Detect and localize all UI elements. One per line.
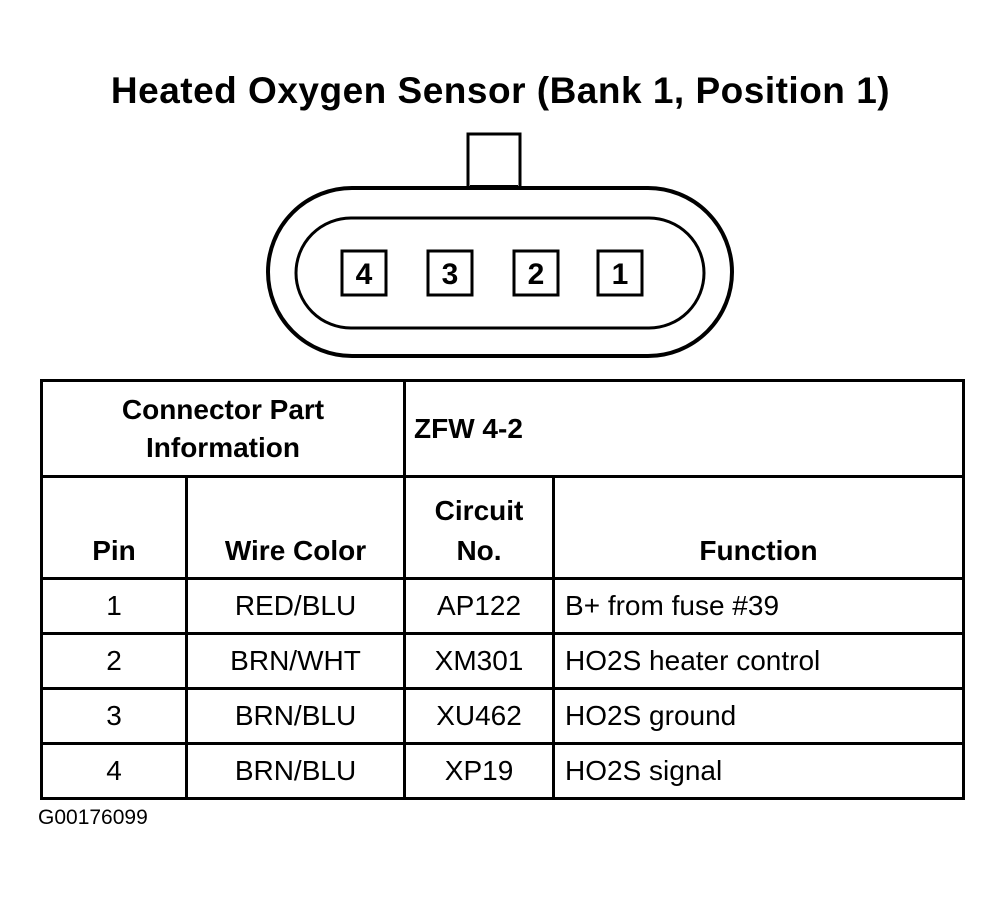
header-wire-color: Wire Color	[184, 475, 407, 580]
header-circuit: Circuit No.	[403, 475, 556, 580]
figure-id: G00176099	[38, 806, 148, 829]
row-wire-color: RED/BLU	[184, 577, 407, 635]
pin-label-4: 4	[356, 258, 373, 291]
part-info-label: Connector Part Information	[39, 379, 407, 478]
table-row: 3 BRN/BLU XU462 HO2S ground	[40, 687, 966, 745]
row-pin: 3	[40, 687, 188, 745]
row-circuit: XP19	[403, 742, 556, 800]
pin-label-1: 1	[612, 258, 629, 291]
pin-cavity-2	[512, 249, 560, 297]
connector-lock-tab	[466, 132, 522, 196]
table-row: 1 RED/BLU AP122 B+ from fuse #39	[40, 577, 966, 635]
row-function: B+ from fuse #39	[552, 577, 966, 635]
connector-drawing: 4 3 2 1	[266, 132, 734, 358]
header-circuit-text: Circuit No.	[434, 495, 524, 566]
table-row: 2 BRN/WHT XM301 HO2S heater control	[40, 632, 966, 690]
row-circuit: XU462	[403, 687, 556, 745]
column-header-row: Pin Wire Color Circuit No. Function	[40, 475, 966, 580]
pin-cavity-4	[340, 249, 388, 297]
row-function: HO2S ground	[552, 687, 966, 745]
row-circuit: XM301	[403, 632, 556, 690]
pinout-table: Connector Part Information ZFW 4-2 Pin W…	[39, 379, 966, 800]
row-function: HO2S signal	[552, 742, 966, 800]
pin-cavity-1	[596, 249, 644, 297]
table-row: 4 BRN/BLU XP19 HO2S signal	[40, 742, 966, 800]
pin-label-3: 3	[442, 258, 459, 291]
pin-cavity-3	[426, 249, 474, 297]
row-pin: 4	[40, 742, 188, 800]
connector-inner-body	[294, 216, 706, 330]
row-pin: 2	[40, 632, 188, 690]
row-pin: 1	[40, 577, 188, 635]
row-wire-color: BRN/WHT	[184, 632, 407, 690]
header-pin: Pin	[40, 475, 188, 580]
row-circuit: AP122	[403, 577, 556, 635]
part-info-row: Connector Part Information ZFW 4-2	[39, 379, 966, 478]
header-function: Function	[552, 475, 966, 580]
part-info-value: ZFW 4-2	[403, 379, 966, 478]
diagram-title: Heated Oxygen Sensor (Bank 1, Position 1…	[110, 70, 891, 111]
row-wire-color: BRN/BLU	[184, 687, 407, 745]
row-function: HO2S heater control	[552, 632, 966, 690]
row-wire-color: BRN/BLU	[184, 742, 407, 800]
pin-label-2: 2	[528, 258, 545, 291]
